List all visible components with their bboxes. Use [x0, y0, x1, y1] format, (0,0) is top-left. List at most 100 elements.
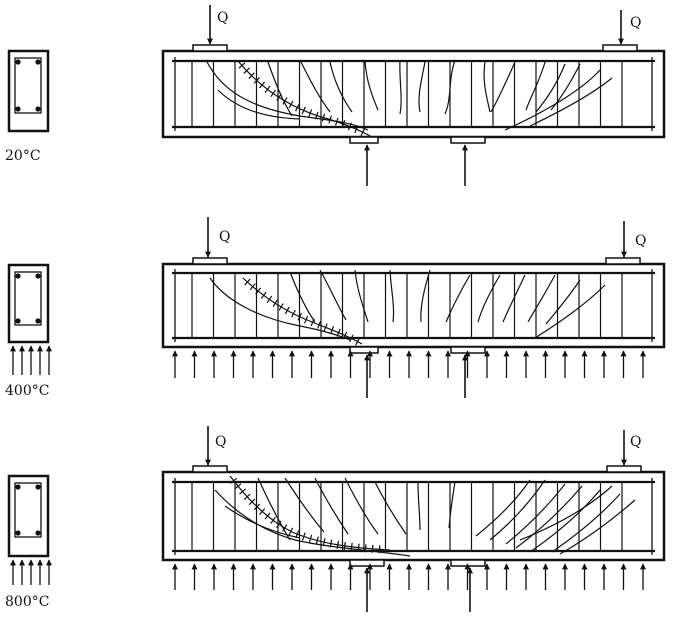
hatch-tick — [301, 106, 306, 115]
hatch-tick — [310, 318, 315, 327]
hatch-tick — [264, 85, 271, 93]
load-label: Q — [219, 229, 230, 245]
hatch-tick — [378, 545, 381, 554]
hatch-tick — [284, 306, 290, 315]
hatch-tick — [243, 493, 251, 500]
hatch-tick — [315, 536, 319, 545]
hatch-tick — [322, 538, 326, 547]
hatch-tick — [364, 544, 367, 553]
hatch-tick — [336, 328, 341, 337]
panel-20c: 20°C Q Q — [5, 5, 666, 186]
stirrups — [191, 482, 623, 551]
beam — [161, 262, 666, 349]
hatch-tick — [248, 498, 256, 506]
heat-arrows-section — [10, 345, 52, 375]
load-label: Q — [630, 434, 641, 450]
heat-arrows-section — [10, 559, 52, 585]
hatch-tick — [297, 312, 302, 321]
hatch-tick — [282, 97, 288, 105]
hatch-tick — [230, 477, 238, 484]
hatch-tick — [349, 334, 354, 343]
hatch-tick — [341, 119, 346, 128]
hatch-tick — [234, 483, 242, 490]
load-arrow-right: Q — [618, 10, 641, 45]
hatch-tick — [276, 520, 282, 529]
hatch-tick — [264, 512, 271, 520]
heat-arrows-beam — [172, 563, 646, 590]
load-label: Q — [635, 233, 646, 249]
cross-section — [7, 474, 50, 558]
hatch-tick — [244, 278, 251, 286]
hatch-tick — [328, 115, 332, 124]
hatch-tick — [253, 503, 261, 511]
hatch-tick — [266, 295, 273, 303]
hatch-tick — [355, 337, 361, 346]
hatch-tick — [314, 111, 319, 120]
hatch-tick — [330, 326, 335, 334]
hatch-tick — [317, 320, 322, 329]
hatch-tick — [291, 309, 296, 318]
hatched-crack — [242, 277, 363, 346]
hatch-tick — [354, 125, 359, 134]
hatch-tick — [347, 122, 353, 131]
hatch-tick — [360, 128, 366, 136]
hatch-tick — [350, 542, 353, 551]
cracks — [214, 477, 636, 557]
support-reactions — [364, 567, 473, 612]
stirrups — [191, 273, 623, 338]
hatch-tick — [334, 117, 339, 126]
hatch-tick — [259, 508, 266, 515]
hatch-tick — [302, 532, 306, 541]
hatch-tick — [260, 291, 267, 299]
hatch-tick — [343, 541, 346, 550]
cracks — [205, 59, 613, 131]
hatch-tick — [259, 81, 266, 89]
hatch-tick — [357, 543, 360, 552]
hatch-tick — [270, 516, 276, 524]
hatch-tick — [295, 530, 300, 539]
load-arrow-right: Q — [621, 221, 646, 258]
support-reactions — [364, 144, 468, 186]
load-arrow-right: Q — [621, 430, 641, 466]
hatch-tick — [278, 303, 284, 311]
hatch-tick — [276, 93, 282, 102]
cross-section — [7, 49, 50, 133]
hatch-tick — [288, 100, 294, 109]
hatch-tick — [270, 89, 276, 98]
temperature-label: 20°C — [5, 148, 41, 164]
panel-400c: 400°C Q Q — [5, 217, 666, 399]
support-reactions — [364, 354, 468, 398]
stirrups — [191, 61, 623, 127]
hatch-tick — [249, 283, 256, 291]
temperature-label: 800°C — [5, 594, 49, 610]
load-plates — [192, 44, 638, 144]
hatch-tick — [272, 299, 278, 307]
hatch-tick — [329, 539, 333, 548]
hatch-tick — [321, 113, 326, 122]
hatched-crack — [229, 475, 391, 554]
hatch-tick — [255, 287, 262, 295]
hatch-tick — [288, 527, 294, 536]
hatch-tick — [304, 315, 309, 324]
heat-arrows-beam — [172, 350, 646, 378]
cross-section — [7, 263, 50, 344]
hatch-tick — [248, 72, 255, 79]
load-arrow-left: Q — [207, 5, 228, 45]
load-arrow-left: Q — [205, 217, 230, 258]
cracks — [209, 269, 606, 341]
hatch-tick — [336, 540, 340, 549]
hatch-tick — [308, 109, 313, 118]
hatch-tick — [295, 103, 300, 112]
hatch-tick — [308, 534, 313, 543]
hatch-tick — [238, 62, 246, 69]
hatched-crack — [237, 60, 373, 138]
temperature-label: 400°C — [5, 383, 49, 399]
load-label: Q — [217, 10, 228, 26]
hatch-tick — [323, 323, 328, 332]
beam — [161, 470, 666, 562]
hatch-tick — [239, 488, 246, 495]
hatch-tick — [282, 524, 288, 532]
hatch-tick — [243, 67, 250, 74]
hatch-tick — [253, 77, 260, 84]
